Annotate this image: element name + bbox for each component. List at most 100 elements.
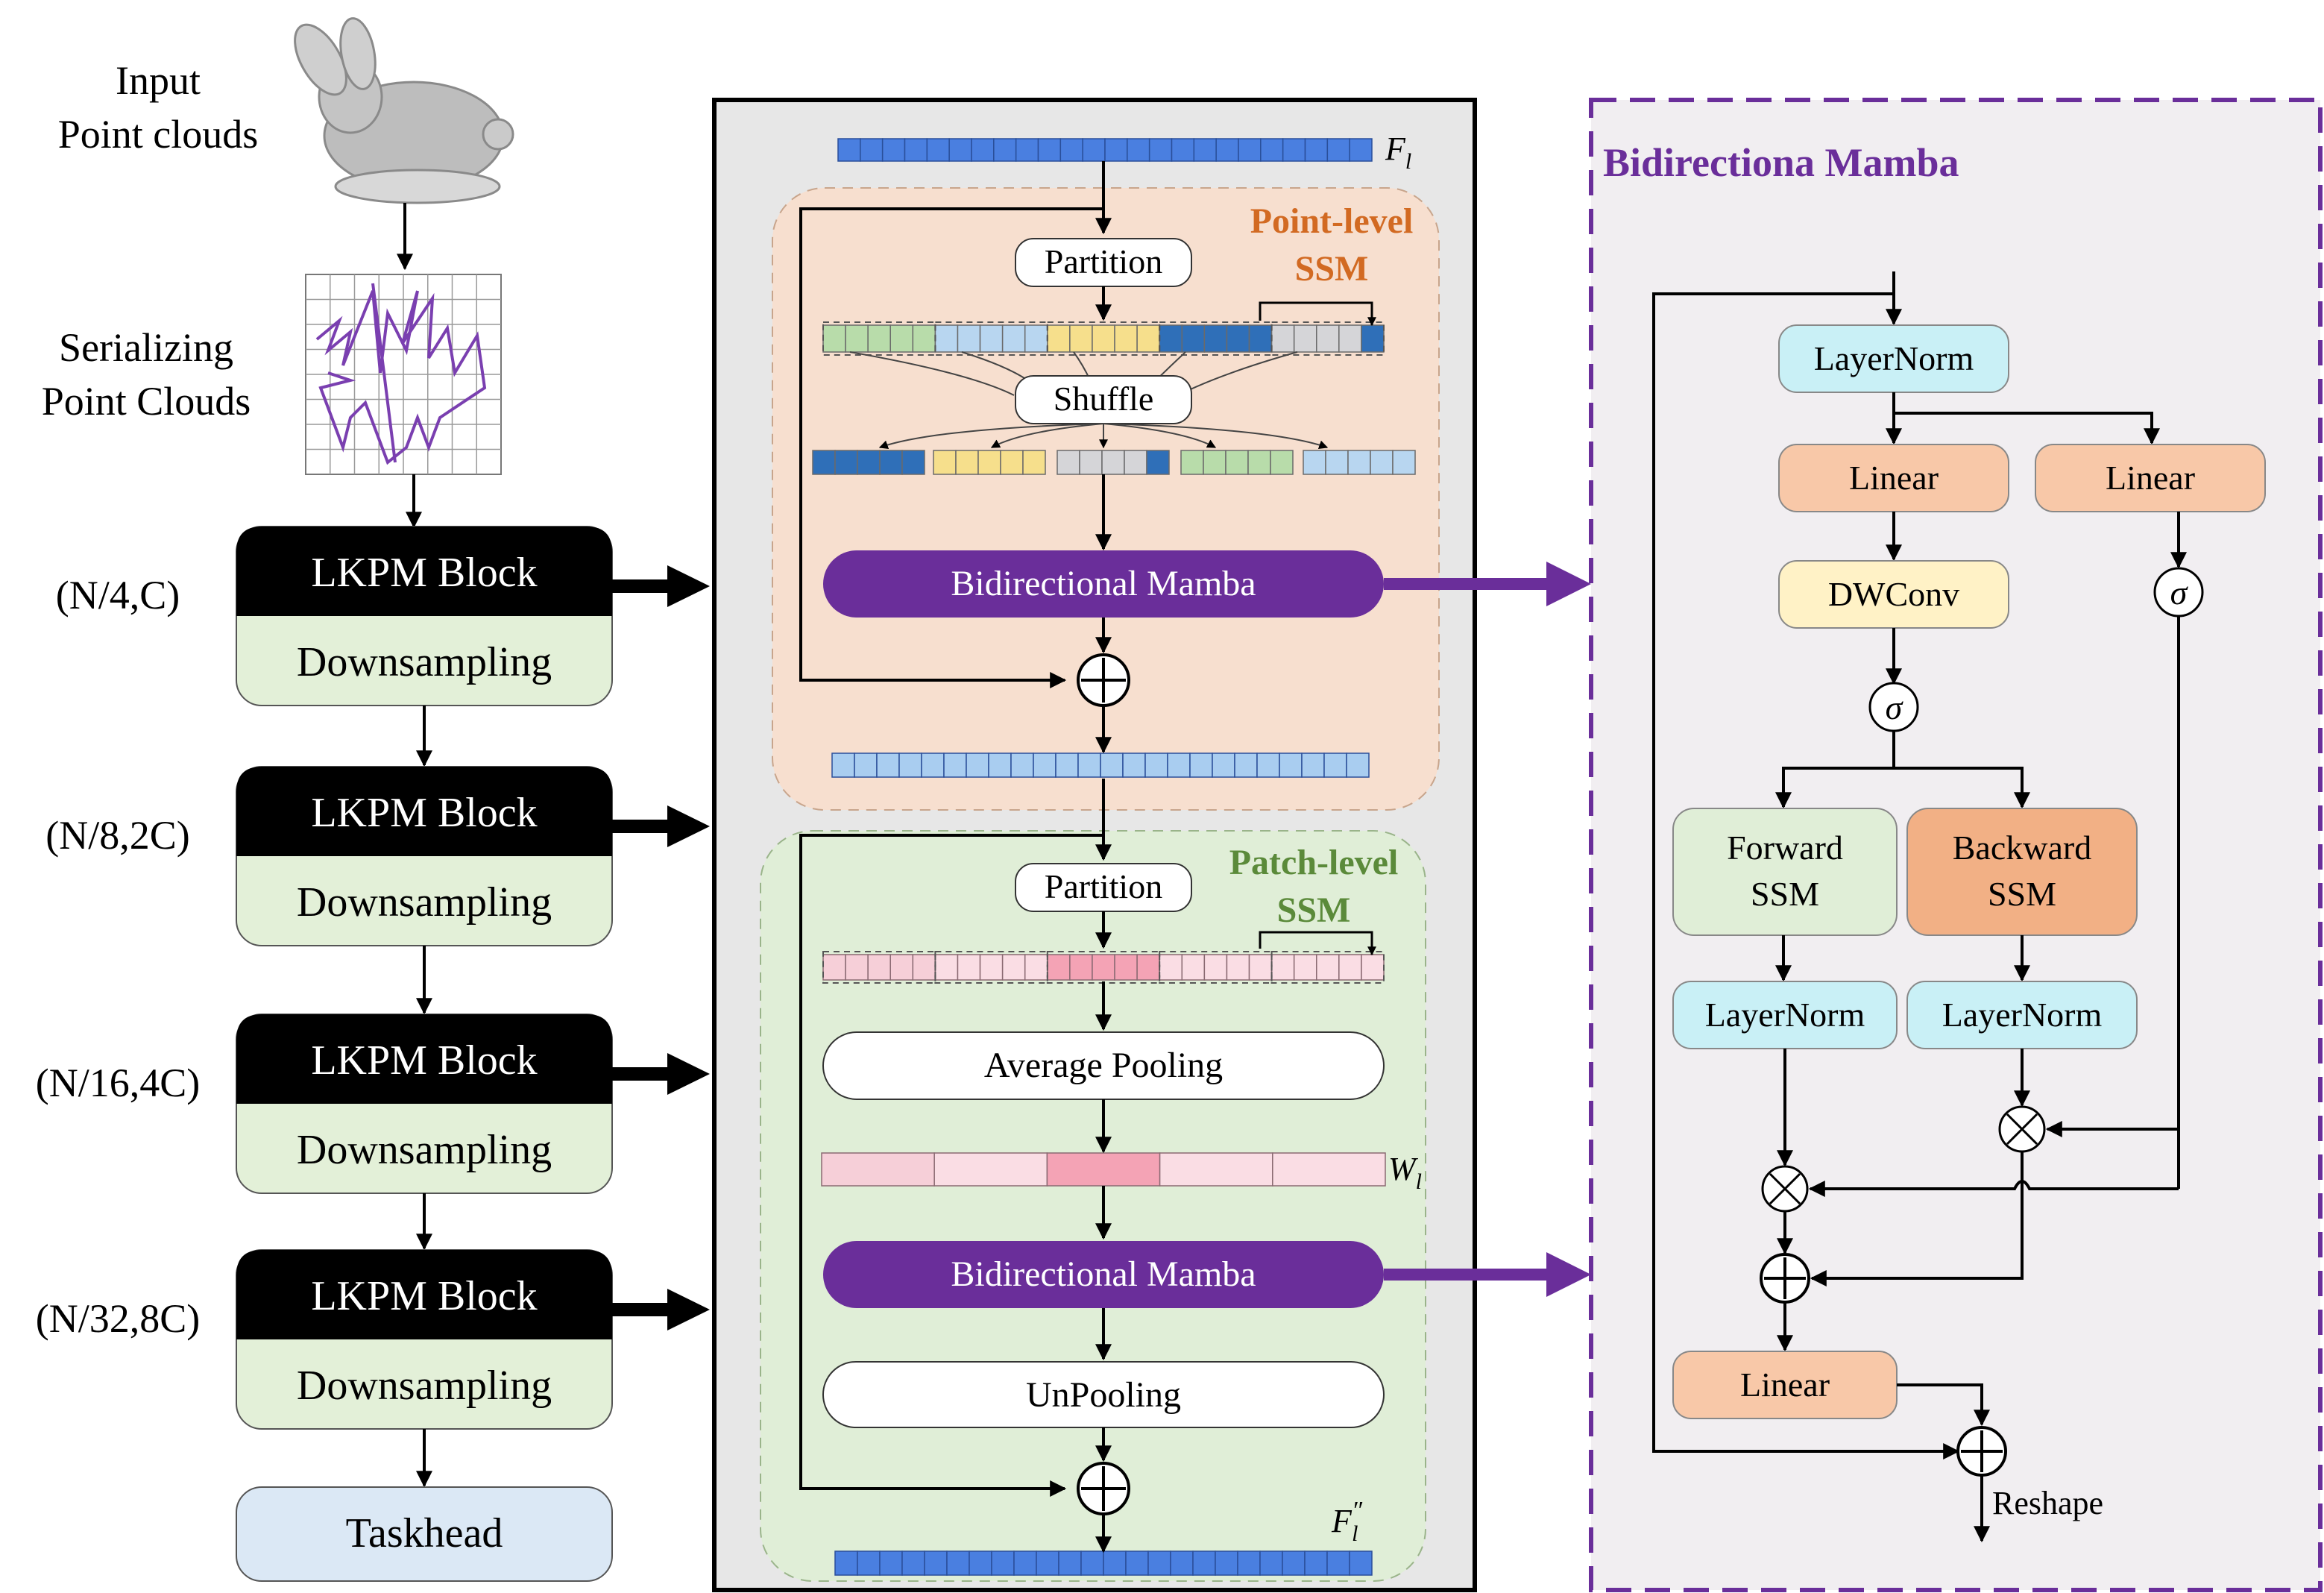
token-cell bbox=[1234, 752, 1258, 778]
token-cell bbox=[1167, 752, 1191, 778]
token-cell bbox=[1055, 752, 1079, 778]
token-cell bbox=[1159, 954, 1183, 981]
token-cell bbox=[1069, 954, 1093, 981]
token-strip-pooled bbox=[821, 1152, 1386, 1187]
token-strip-shuffled-2 bbox=[933, 450, 1046, 475]
token-strip-shuffled-3 bbox=[1056, 450, 1170, 475]
token-cell bbox=[1304, 138, 1329, 162]
token-cell bbox=[1069, 324, 1093, 353]
token-cell bbox=[1248, 954, 1273, 981]
token-strip-f-out bbox=[834, 1550, 1373, 1576]
token-cell bbox=[1056, 450, 1080, 475]
token-cell bbox=[837, 138, 861, 162]
token-cell bbox=[1024, 324, 1048, 353]
token-cell bbox=[901, 1550, 925, 1576]
stage-output-arrowhead bbox=[667, 1053, 710, 1095]
token-cell bbox=[1203, 450, 1226, 475]
token-cell bbox=[1114, 954, 1138, 981]
patch-level-title-2: SSM bbox=[1277, 890, 1351, 930]
token-cell bbox=[933, 1152, 1048, 1187]
f-in-label: Fl bbox=[1385, 131, 1411, 174]
token-cell bbox=[1215, 138, 1239, 162]
token-cell bbox=[1303, 450, 1326, 475]
token-cell bbox=[904, 138, 928, 162]
token-cell bbox=[1247, 450, 1271, 475]
token-cell bbox=[1326, 1550, 1350, 1576]
token-cell bbox=[946, 1550, 970, 1576]
token-cell bbox=[1159, 324, 1183, 353]
token-cell bbox=[1136, 324, 1160, 353]
token-cell bbox=[1180, 450, 1204, 475]
token-cell bbox=[1270, 450, 1294, 475]
token-cell bbox=[1293, 954, 1317, 981]
token-cell bbox=[845, 324, 869, 353]
token-cell bbox=[979, 324, 1004, 353]
lkpm-header bbox=[236, 767, 612, 856]
token-cell bbox=[889, 324, 914, 353]
token-cell bbox=[934, 954, 959, 981]
stage-output-arrowhead bbox=[667, 565, 710, 607]
token-cell bbox=[957, 324, 981, 353]
linear-right-label: Linear bbox=[2106, 459, 2195, 497]
token-cell bbox=[1189, 752, 1213, 778]
input-label-2: Point clouds bbox=[58, 112, 259, 157]
token-cell bbox=[1238, 138, 1262, 162]
token-cell bbox=[1024, 954, 1048, 981]
token-cell bbox=[1159, 1152, 1273, 1187]
token-cell bbox=[1260, 138, 1284, 162]
token-cell bbox=[1181, 954, 1206, 981]
token-cell bbox=[822, 954, 846, 981]
token-cell bbox=[1171, 138, 1195, 162]
token-strips bbox=[812, 138, 2246, 1576]
token-cell bbox=[1192, 1550, 1216, 1576]
group-outline bbox=[822, 951, 936, 984]
serialize-label: Serializing bbox=[59, 325, 233, 370]
token-cell bbox=[1122, 752, 1146, 778]
token-cell bbox=[1148, 138, 1173, 162]
token-cell bbox=[821, 1152, 935, 1187]
bimamba-patch-label: Bidirectional Mamba bbox=[951, 1254, 1256, 1294]
average-pooling-label: Average Pooling bbox=[984, 1046, 1223, 1085]
group-outline bbox=[934, 951, 1048, 984]
token-cell bbox=[933, 450, 957, 475]
token-cell bbox=[1325, 450, 1349, 475]
token-cell bbox=[1092, 324, 1115, 353]
bimamba-patch-button[interactable] bbox=[823, 1241, 1384, 1308]
token-cell bbox=[1101, 450, 1125, 475]
token-cell bbox=[1103, 1550, 1127, 1576]
lkpm-header bbox=[236, 1014, 612, 1104]
token-cell bbox=[1146, 450, 1170, 475]
token-cell bbox=[857, 1550, 881, 1576]
downsampling-label: Downsampling bbox=[297, 1363, 552, 1409]
token-cell bbox=[1349, 1550, 1373, 1576]
token-cell bbox=[1001, 954, 1026, 981]
token-cell bbox=[1125, 1550, 1149, 1576]
token-cell bbox=[1282, 1550, 1306, 1576]
bimamba-point-button[interactable] bbox=[823, 550, 1384, 618]
backward-ssm-box[interactable] bbox=[1906, 808, 2138, 936]
token-cell bbox=[1259, 1550, 1283, 1576]
token-cell bbox=[1338, 954, 1362, 981]
token-cell bbox=[876, 752, 900, 778]
group-outline bbox=[1270, 951, 1385, 984]
bunny-point-cloud-image bbox=[294, 17, 514, 204]
linear-left-label: Linear bbox=[1849, 459, 1939, 497]
token-cell bbox=[912, 324, 936, 353]
stage-shape-label: (N/16,4C) bbox=[36, 1061, 200, 1105]
taskhead-box[interactable] bbox=[236, 1486, 613, 1582]
ln-backward-label: LayerNorm bbox=[1942, 996, 2103, 1034]
forward-ssm-box[interactable] bbox=[1672, 808, 1898, 936]
token-cell bbox=[879, 450, 903, 475]
token-cell bbox=[1058, 1550, 1082, 1576]
token-cell bbox=[1293, 324, 1317, 353]
token-cell bbox=[901, 450, 925, 475]
patch-level-title: Patch-level bbox=[1229, 843, 1399, 882]
token-cell bbox=[822, 324, 846, 353]
token-cell bbox=[1010, 752, 1034, 778]
token-cell bbox=[1226, 954, 1250, 981]
token-cell bbox=[1033, 752, 1056, 778]
token-cell bbox=[1013, 1550, 1037, 1576]
linear-right-box[interactable] bbox=[2035, 444, 2266, 512]
